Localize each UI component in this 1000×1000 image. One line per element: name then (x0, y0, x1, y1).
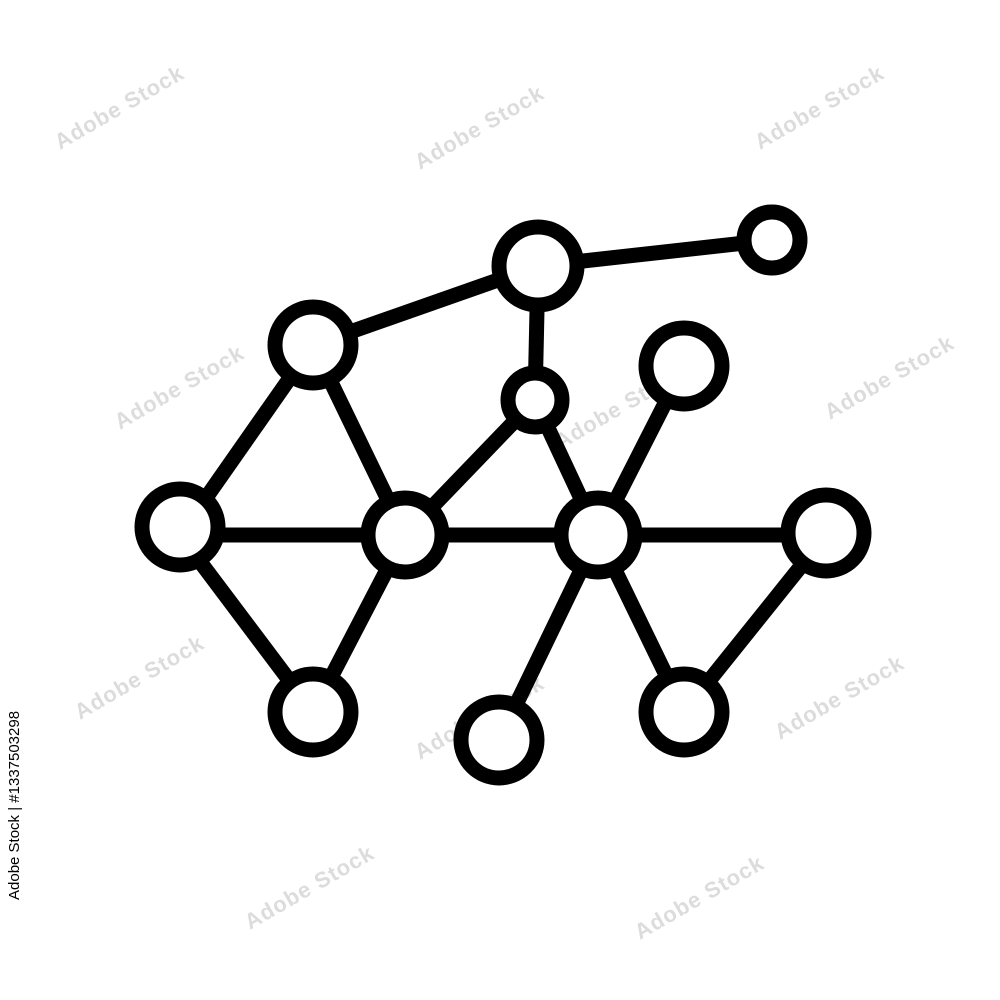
node-bottom-center (453, 694, 545, 786)
node-lower-left (267, 666, 359, 758)
node-top (491, 219, 585, 313)
watermark-text: Adobe Stock (630, 850, 768, 944)
watermark-text: Adobe Stock (50, 60, 188, 154)
stock-id-label: Adobe Stock | #1337503298 (6, 710, 23, 900)
watermark-text: Adobe Stock (750, 60, 888, 154)
node-center-left (360, 490, 450, 580)
network-nodes (134, 204, 872, 786)
node-upper-right (638, 320, 730, 412)
watermark-text: Adobe Stock (410, 80, 548, 174)
watermark-text: Adobe Stock (110, 340, 248, 434)
node-left (134, 481, 226, 573)
watermark-text: Adobe Stock (770, 650, 908, 744)
watermark-text: Adobe Stock (70, 630, 208, 724)
node-center-small (500, 365, 570, 435)
node-top-right-small (736, 204, 808, 276)
node-right (780, 487, 872, 579)
node-lower-right (638, 666, 730, 758)
watermark-text: Adobe Stock (820, 330, 958, 424)
watermark-text: Adobe Stock (240, 840, 378, 934)
node-upper-left (267, 299, 359, 391)
network-edges (172, 232, 834, 748)
node-center-right (553, 490, 643, 580)
